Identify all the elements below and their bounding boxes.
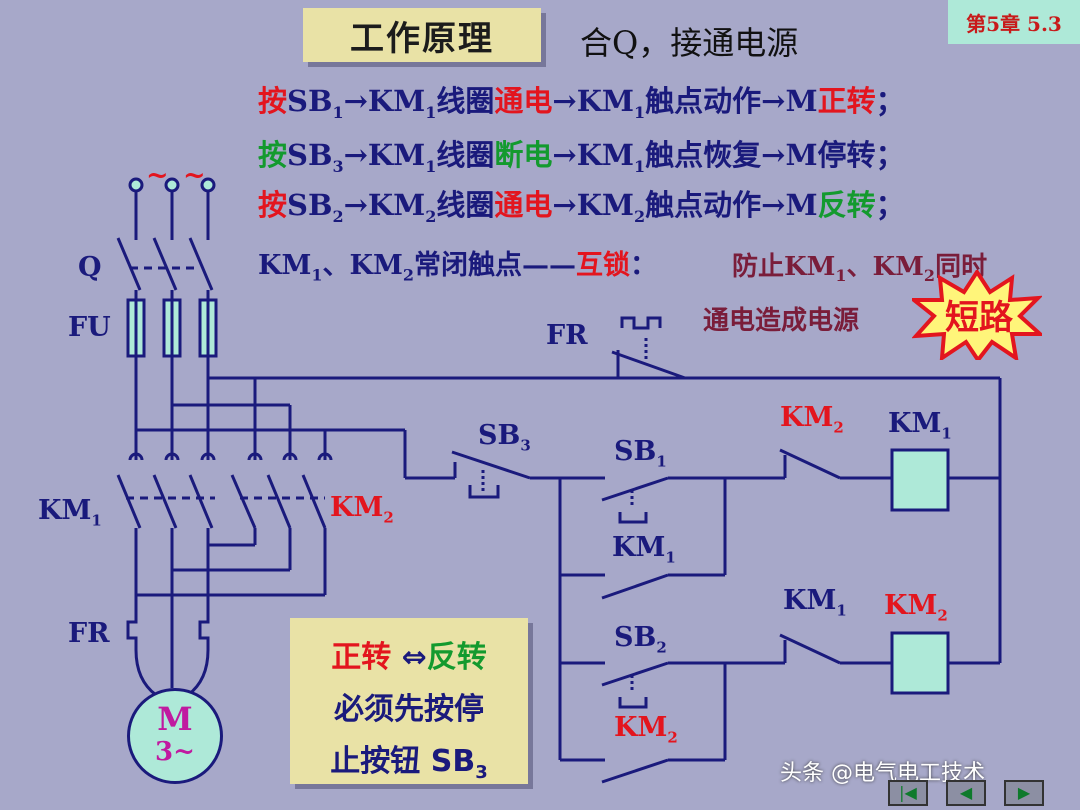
q-blade-1 — [116, 237, 142, 291]
tilde-1: ~ — [146, 160, 169, 191]
km1-hold-blade — [601, 573, 669, 600]
chapter-badge: 第5章 5.3 — [948, 0, 1080, 44]
fr-element-1 — [126, 610, 138, 650]
step-line-1: 按SB1→KM1线圈通电→KM1触点动作→M正转； — [258, 84, 905, 122]
sb3-blade — [451, 450, 531, 480]
sb2-button — [618, 697, 648, 709]
label-q: Q — [78, 252, 102, 283]
next-icon: ▶ — [1017, 783, 1031, 802]
step-line-3: 按SB2→KM2线圈通电→KM2触点动作→M反转； — [258, 188, 905, 226]
label-sb2: SB2 — [614, 622, 667, 657]
fr-element-3 — [198, 610, 210, 650]
subtitle: 合Q，接通电源 — [580, 24, 799, 62]
label-coil-km2: KM2 — [884, 590, 948, 625]
label-km1-hold: KM1 — [612, 532, 676, 567]
step-line-2: 按SB3→KM1线圈断电→KM1触点恢复→M停转； — [258, 138, 905, 176]
chapter-label: 第5章 5.3 — [966, 11, 1062, 36]
label-fr-main: FR — [68, 618, 110, 649]
terminal-l1 — [128, 177, 144, 193]
motor-m: M — [157, 700, 193, 738]
motor: M 3~ — [127, 688, 223, 784]
note-line-2: 必须先按停 — [334, 692, 484, 727]
title-box: 工作原理 — [303, 8, 541, 62]
label-km2-interlock: KM2 — [780, 402, 844, 437]
interlock-reason-1: 防止KM1、KM2同时 — [732, 252, 988, 286]
km1-nc-blade — [779, 633, 841, 665]
label-coil-km1: KM1 — [888, 408, 952, 443]
label-km1-interlock: KM1 — [783, 585, 847, 620]
prev-slide-button[interactable]: ◀ — [946, 780, 986, 806]
coil-km1 — [890, 448, 950, 512]
label-km2-hold: KM2 — [614, 712, 678, 747]
tilde-2: ~ — [183, 160, 206, 191]
interlock-line: KM1、KM2常闭触点——互锁： — [258, 250, 657, 285]
label-km2-main: KM2 — [330, 492, 394, 527]
sb2-blade — [601, 661, 669, 687]
q-blade-3 — [188, 237, 214, 291]
q-blade-2 — [152, 237, 178, 291]
sb1-button — [618, 512, 648, 524]
prev-icon: ◀ — [959, 783, 973, 802]
km2-hold-blade — [601, 758, 669, 784]
label-fu: FU — [68, 312, 111, 343]
label-fr-control: FR — [546, 320, 588, 351]
next-slide-button[interactable]: ▶ — [1004, 780, 1044, 806]
sb1-blade — [601, 476, 669, 502]
note-line-1: 正转 ⇔反转 — [331, 640, 487, 675]
km2-nc-blade — [779, 448, 841, 480]
interlock-reason-2: 通电造成电源 — [703, 306, 860, 336]
motor-phase: 3~ — [155, 737, 195, 767]
note-line-3: 止按钮 SB3 — [330, 744, 488, 783]
page-title: 工作原理 — [350, 18, 494, 59]
first-slide-button[interactable]: |◀ — [888, 780, 928, 806]
coil-km2 — [890, 631, 950, 695]
fr-control-head — [620, 316, 662, 330]
note-box: 正转 ⇔反转 必须先按停 止按钮 SB3 — [290, 618, 528, 784]
label-sb1: SB1 — [614, 436, 667, 471]
short-circuit-burst-icon — [912, 270, 1042, 360]
fr-contact-blade — [611, 350, 686, 380]
short-circuit-label: 短路 — [945, 298, 1013, 338]
label-km1-main: KM1 — [38, 495, 102, 530]
label-sb3: SB3 — [478, 420, 531, 455]
first-icon: |◀ — [899, 783, 917, 802]
sb3-button — [468, 485, 500, 499]
